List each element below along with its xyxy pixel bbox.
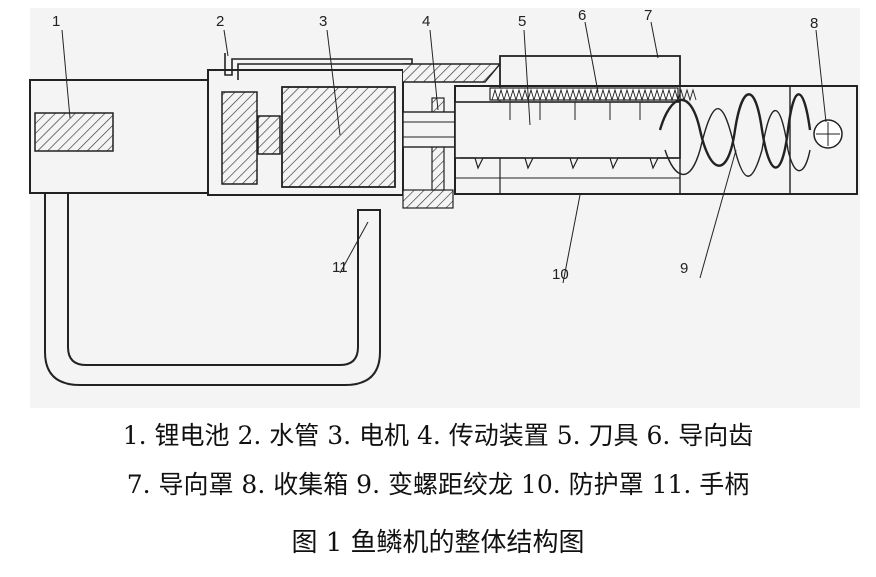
cutter [454, 101, 681, 159]
callout-1: 1 [52, 13, 60, 30]
callout-3: 3 [319, 13, 327, 30]
callout-4: 4 [422, 13, 430, 30]
transmission-bottom-plate [402, 189, 454, 209]
caption-legend-line-2: 7. 导向罩 8. 收集箱 9. 变螺距绞龙 10. 防护罩 11. 手柄 [126, 470, 750, 499]
handle [44, 192, 381, 386]
motor-mount [221, 91, 258, 185]
callout-2: 2 [216, 13, 224, 30]
cutter-blades [460, 157, 678, 170]
motor [281, 86, 396, 188]
cutter-ribs [509, 102, 641, 120]
transmission-shaft [402, 111, 464, 148]
lithium-battery [34, 112, 114, 152]
callout-8: 8 [810, 15, 818, 32]
callout-7: 7 [644, 7, 652, 24]
guide-cover-lip [403, 63, 502, 83]
variable-pitch-auger-back [664, 108, 811, 177]
water-pipe [224, 53, 413, 80]
callout-11: 11 [332, 259, 348, 276]
guide-teeth-serration [491, 88, 697, 102]
caption-legend-line-1: 1. 锂电池 2. 水管 3. 电机 4. 传动装置 5. 刀具 6. 导向齿 [122, 421, 754, 450]
callout-5: 5 [518, 13, 526, 30]
leader-lines [61, 21, 827, 284]
callout-10: 10 [552, 266, 569, 283]
figure-title: 图 1 鱼鳞机的整体结构图 [291, 528, 585, 558]
structure-diagram: 1 2 3 4 5 6 7 8 9 10 11 [29, 7, 860, 408]
callout-6: 6 [578, 7, 586, 24]
motor-shaft-coupling [257, 115, 281, 155]
callout-9: 9 [680, 260, 688, 277]
